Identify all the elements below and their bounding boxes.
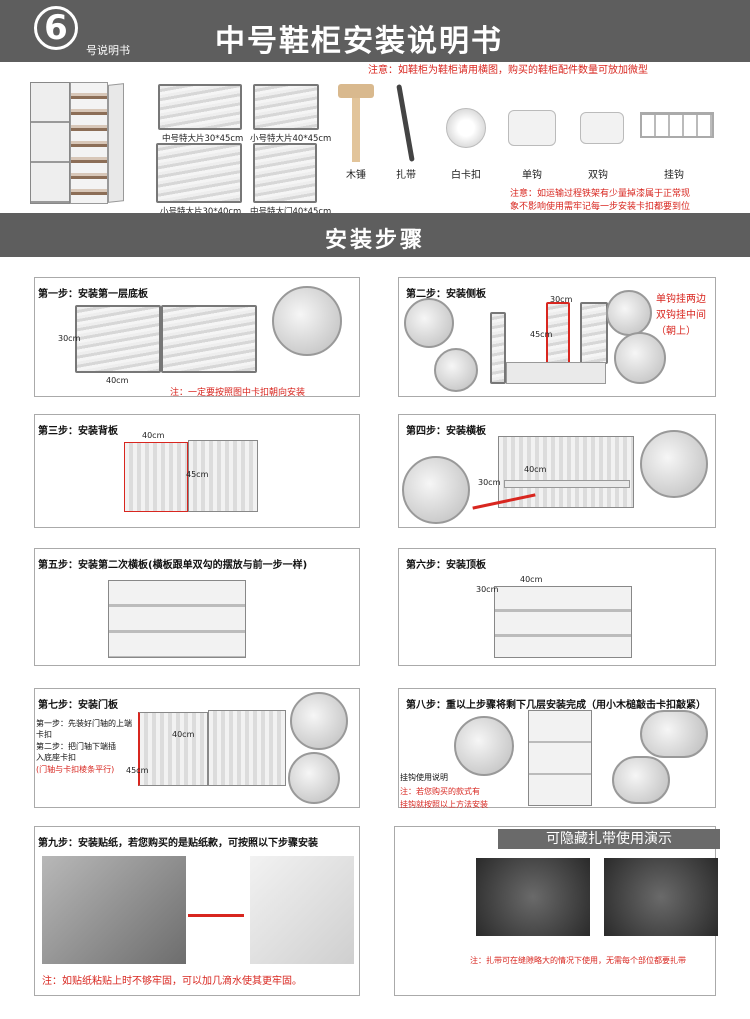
parts-note-line2: 象不影响使用需牢记每一步安装卡扣都要到位	[510, 202, 691, 212]
dimension-label: 30cm	[476, 585, 499, 594]
plate-label: 小号特大片30*40cm	[160, 207, 242, 217]
step-1-note: 注：一定要按照图中卡扣朝向安装	[170, 388, 306, 398]
plate-label: 中号特大门40*45cm	[250, 207, 332, 217]
door-plate-40x45	[253, 143, 317, 203]
tool-label: 挂钩	[664, 170, 684, 181]
clip-closeup-image	[272, 286, 342, 356]
notice-text: 注意：如鞋柜为鞋柜请用横图，购买的鞋柜配件数量可放加微型	[368, 65, 648, 76]
section-title: 安装步骤	[324, 228, 425, 253]
hook-hint: （朝上）	[656, 326, 696, 337]
step-title: 第六步：安装顶板	[406, 560, 486, 571]
header-bar	[0, 0, 750, 62]
hook-closeup-image	[402, 456, 470, 524]
tool-label: 扎带	[396, 170, 416, 181]
step-title: 第二步：安装侧板	[406, 289, 486, 300]
hook-closeup-image	[404, 298, 454, 348]
side-panel	[580, 302, 608, 364]
step-title: 第九步：安装贴纸，若您购买的是贴纸款，可按照以下步骤安装	[38, 838, 318, 849]
dimension-label: 40cm	[520, 575, 543, 584]
plate-small-40x45	[253, 84, 319, 130]
badge-label: 号说明书	[86, 44, 130, 57]
step-7-sub: 第一步：先装好门轴的上端	[36, 719, 132, 728]
hook-hint: 双钩挂中间	[656, 310, 706, 321]
cabinet-preview-image	[30, 82, 124, 204]
step-title: 第三步：安装背板	[38, 426, 118, 437]
plate-label: 中号特大片30*45cm	[162, 134, 244, 144]
dimension-label: 40cm	[106, 376, 129, 385]
hook-closeup-image	[606, 290, 652, 336]
sticker-result-photo	[250, 856, 354, 964]
middle-shelf	[504, 480, 630, 488]
step-7-sub: 第二步：把门轴下端插	[36, 742, 116, 751]
step-title: 第七步：安装门板	[38, 700, 118, 711]
door-panel	[208, 710, 286, 786]
door-panel	[138, 712, 208, 786]
white-clip-icon	[446, 108, 486, 148]
step-7-sub: 入底座卡扣	[36, 753, 76, 762]
dimension-label: 30cm	[58, 334, 81, 343]
bottom-plate	[506, 362, 606, 384]
step-9-note: 注：如贴纸粘贴上时不够牢固，可以加几滴水使其更牢固。	[42, 976, 302, 987]
tool-label: 木锤	[346, 170, 366, 181]
step-title: 第一步：安装第一层底板	[38, 289, 148, 300]
plate-large-30x45	[158, 84, 242, 130]
mallet-closeup	[454, 716, 514, 776]
cabinet-frame	[494, 586, 632, 658]
cable-tie-icon	[396, 84, 416, 164]
page-title: 中号鞋柜安装说明书	[215, 24, 503, 59]
dimension-label: 40cm	[142, 431, 165, 440]
dimension-label: 40cm	[172, 730, 195, 739]
double-hook-icon	[580, 112, 624, 144]
dimension-label: 45cm	[530, 330, 553, 339]
zip-tie-demo-photo	[476, 858, 590, 936]
single-hook-icon	[508, 110, 556, 146]
hanger-note: 注：若您购买的款式有	[400, 787, 480, 796]
progress-arrow	[188, 914, 244, 917]
hook-hint: 单钩挂两边	[656, 294, 706, 305]
step-1-base-plate	[75, 305, 161, 373]
zip-tie-demo-photo	[604, 858, 718, 936]
demo-note: 注：扎带可在缝隙略大的情况下使用，无需每个部位都要扎带	[470, 956, 686, 965]
back-panel	[124, 442, 188, 512]
tall-cabinet	[528, 710, 592, 806]
door-hinge-closeup	[288, 752, 340, 804]
cabinet-frame	[108, 580, 246, 658]
dimension-label: 30cm	[478, 478, 501, 487]
hanger-closeup	[612, 756, 670, 804]
hook-closeup-image	[614, 332, 666, 384]
parts-note-line1: 注意：如运输过程铁架有少量掉漆属于正常现	[510, 189, 691, 199]
number-badge: 6	[34, 6, 78, 50]
sticker-apply-photo	[42, 856, 186, 964]
demo-title: 可隐藏扎带使用演示	[498, 829, 720, 849]
section-bar	[0, 213, 750, 257]
hanger-hook-icon	[640, 112, 714, 138]
dimension-label: 30cm	[550, 295, 573, 304]
tool-label: 双钩	[588, 170, 608, 181]
tool-label: 单钩	[522, 170, 542, 181]
plate-small-30x40	[156, 143, 242, 203]
step-title: 第四步：安装横板	[406, 426, 486, 437]
hanger-instructions-title: 挂钩使用说明	[400, 773, 448, 782]
dimension-label: 45cm	[186, 470, 209, 479]
dimension-label: 40cm	[524, 465, 547, 474]
back-panel	[188, 440, 258, 512]
step-1-base-plate	[161, 305, 257, 373]
step-title: 第五步：安装第二次横板(横板跟单双勾的摆放与前一步一样)	[38, 560, 308, 571]
step-7-note: (门轴与卡扣棱条平行)	[36, 765, 115, 774]
step-7-sub: 卡扣	[36, 730, 52, 739]
door-hinge-closeup	[290, 692, 348, 750]
hanger-closeup	[640, 710, 708, 758]
step-title: 第八步：重以上步骤将剩下几层安装完成（用小木槌敲击卡扣敲紧）	[406, 700, 706, 711]
dimension-label: 45cm	[126, 766, 149, 775]
tool-label: 白卡扣	[451, 170, 481, 181]
side-panel	[490, 312, 506, 384]
hanger-note: 挂钩就按照以上方法安装	[400, 800, 488, 809]
hook-closeup-image	[640, 430, 708, 498]
plate-label: 小号特大片40*45cm	[250, 134, 332, 144]
mallet-icon	[338, 84, 374, 164]
hook-closeup-image	[434, 348, 478, 392]
